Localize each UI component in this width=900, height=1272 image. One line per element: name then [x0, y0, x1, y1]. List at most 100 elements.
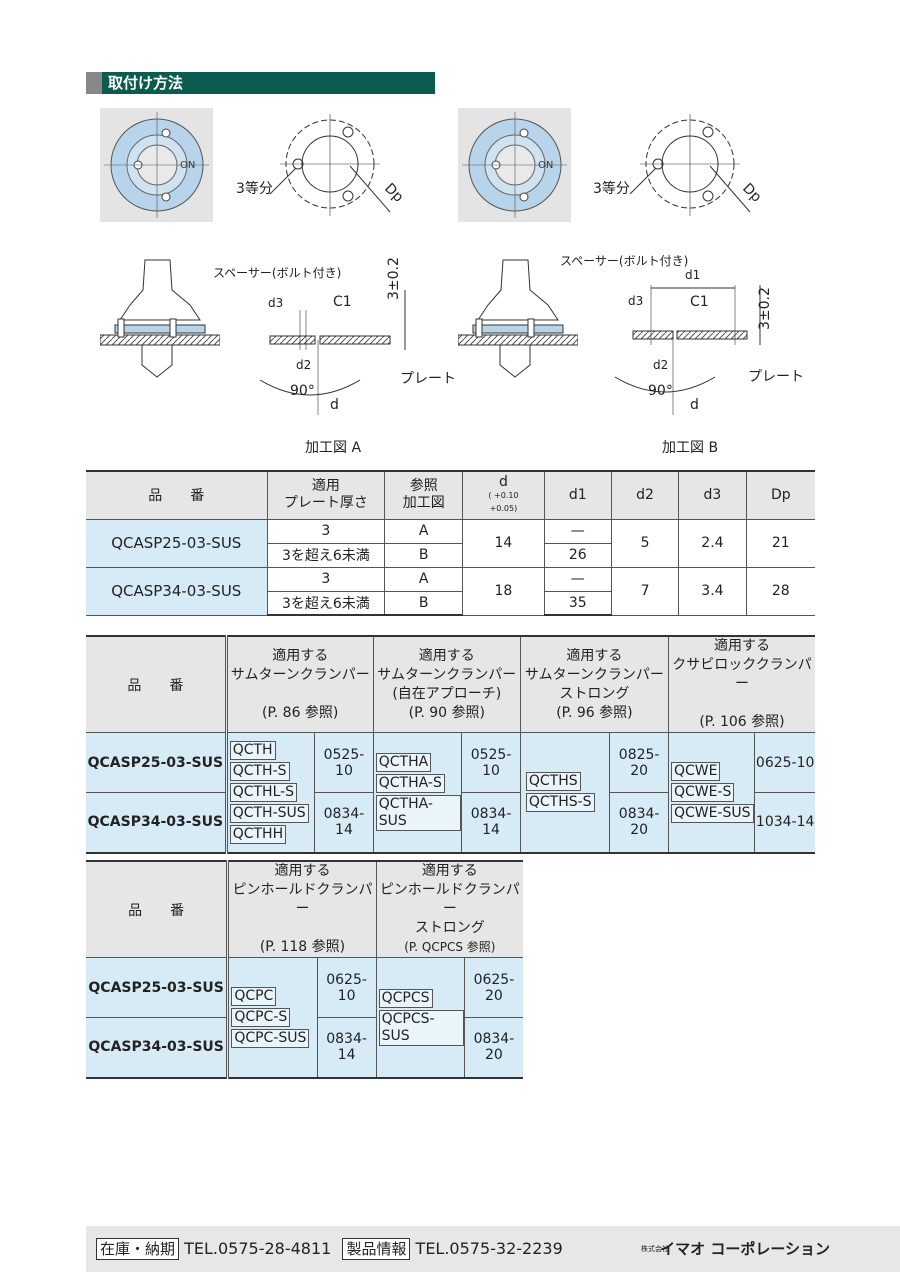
ref-header-line2: 加工図 — [402, 495, 445, 512]
group-header-line: (P. QCPCS 参照) — [404, 940, 496, 954]
model-box: QCTHS-S — [525, 793, 595, 813]
hole-pattern-a — [230, 112, 395, 222]
group-header-line: (P. 118 参照) — [259, 939, 346, 955]
c1-label-a: C1 — [333, 294, 352, 310]
equal-division-label-b: 3等分 — [593, 181, 630, 197]
table-row: 3を超え6未満 B 26 — [86, 542, 815, 568]
model-box: QCPC — [231, 986, 277, 1006]
caption-a: 加工図 A — [305, 440, 362, 456]
table-row: QCASP25-03-SUS QCTH QCTH-S QCTHL-S QCTH-… — [86, 732, 815, 853]
equal-division-label-a: 3等分 — [236, 181, 273, 197]
group-header-line: (P. 96 参照) — [556, 704, 633, 721]
d-header: d ( +0.10 +0.05) — [462, 470, 545, 520]
hole-pattern-b — [590, 112, 755, 222]
model-box: QCTHS — [525, 772, 581, 792]
d3-cell: 2.4 — [678, 518, 747, 568]
clamper-group-header: 適用する ピンホールドクランパー ストロング (P. QCPCS 参照) — [376, 861, 523, 958]
machining-drawing-b — [605, 285, 805, 425]
d-tolerance-lower: +0.05) — [489, 503, 518, 513]
code-cell: 0834-20 — [609, 792, 669, 853]
thumb-turn-clamper-table: 品 番 適用する サムターンクランパー (P. 86 参照) 適用する サムター… — [86, 635, 815, 854]
table-row: QCASP34-03-SUS 0834-14 0834-14 0834-20 1… — [86, 792, 815, 853]
d2-label-a: d2 — [296, 358, 312, 372]
c1-label-b: C1 — [690, 294, 709, 310]
code-cell: 0625-10 — [754, 732, 815, 793]
product-photo-a: ON — [100, 108, 213, 222]
model-box: QCPCS-SUS — [378, 1009, 464, 1046]
flange-photo-a-graphic: ON — [104, 112, 209, 218]
clamper-group-header: 適用する サムターンクランパー (自在アプローチ) (P. 90 参照) — [373, 636, 521, 733]
ref-cell: B — [384, 590, 464, 616]
group-header-line: 適用する — [421, 863, 478, 879]
ref-header-line1: 参照 — [409, 478, 438, 495]
table-row: QCASP34-03-SUS 0834-14 0834-20 — [86, 1017, 523, 1078]
svg-text:ON: ON — [180, 160, 195, 171]
model-box: QCPCS — [378, 988, 433, 1008]
part-no-header: 品 番 — [86, 636, 228, 733]
company-name: イマオ コーポレーション — [660, 1240, 831, 1258]
machining-drawing-a — [250, 290, 450, 425]
d3-label-a: d3 — [268, 296, 284, 310]
model-box: QCTHH — [229, 824, 287, 844]
d3-cell: 3.4 — [678, 566, 747, 616]
group-header-line — [229, 919, 375, 938]
hole-pattern-a-graphic — [269, 114, 391, 216]
machining-b-graphic — [614, 285, 761, 415]
d2-label-b: d2 — [653, 358, 669, 372]
ref-cell: A — [384, 566, 464, 592]
model-list: QCPCS QCPCS-SUS — [376, 957, 465, 1078]
table-row: QCASP25-03-SUS QCPC QCPC-S QCPC-SUS 0625… — [86, 957, 523, 1078]
d2-cell: 7 — [610, 566, 680, 616]
d1-header: d1 — [543, 470, 612, 520]
plate-header-line1: 適用 — [311, 478, 340, 495]
d-tolerance-upper: ( +0.10 — [488, 490, 519, 500]
angle-label-a: 90° — [290, 383, 315, 399]
part-number-cell: QCASP25-03-SUS — [86, 732, 228, 793]
stock-label: 在庫・納期 — [96, 1238, 180, 1260]
plate-cell: 3を超え6未満 — [267, 590, 386, 616]
group-header-line: クサビロッククランパー — [672, 657, 812, 692]
group-header-line: 適用する — [272, 647, 329, 664]
plate-header-line2: プレート厚さ — [283, 495, 368, 512]
group-header-line: サムターンクランパー — [377, 666, 517, 683]
model-box: QCPC-S — [231, 1007, 291, 1027]
group-header-line: サムターンクランパー — [524, 666, 664, 683]
model-box: QCWE-S — [670, 782, 735, 802]
code-cell: 0825-20 — [609, 732, 669, 793]
model-box: QCTHL-S — [229, 782, 298, 802]
ref-header: 参照 加工図 — [384, 470, 464, 520]
code-cell: 0834-14 — [461, 792, 521, 853]
group-header-line: (P. 86 参照) — [262, 704, 339, 721]
group-header-line: 適用する — [566, 647, 623, 664]
code-cell: 0625-10 — [317, 957, 377, 1018]
clamper-group-header: 適用する クサビロッククランパー (P. 106 参照) — [668, 636, 815, 733]
dp-cell: 28 — [745, 566, 815, 616]
ref-cell: B — [384, 542, 464, 568]
clamper-group-header: 適用する サムターンクランパー ストロング (P. 96 参照) — [520, 636, 669, 733]
group-header-line: ストロング — [559, 685, 630, 702]
d1-cell: — — [543, 566, 612, 592]
thickness-label-a: 3±0.2 — [386, 257, 402, 300]
group-header-line: 適用する — [418, 647, 475, 664]
company-logo: 株式会社 イマオ コーポレーション — [641, 1238, 830, 1259]
group-header-line: ストロング — [414, 920, 485, 936]
d2-cell: 5 — [610, 518, 680, 568]
model-list: QCTH QCTH-S QCTHL-S QCTH-SUS QCTHH — [226, 732, 316, 853]
plate-header: 適用 プレート厚さ — [266, 470, 386, 520]
code-cell: 0525-10 — [461, 732, 521, 793]
stock-tel: TEL.0575-28-4811 — [184, 1239, 332, 1258]
ref-cell: A — [384, 518, 464, 544]
table-row: 3を超え6未満 B 35 — [86, 590, 815, 616]
d1-cell: 35 — [543, 590, 612, 616]
group-header-line: 適用する — [713, 638, 770, 654]
d-label-b: d — [690, 397, 699, 413]
dimensions-header-row: 品 番 適用 プレート厚さ 参照 加工図 d ( +0.10 +0.05) d1… — [86, 470, 815, 520]
group-header-line: サムターンクランパー — [230, 666, 370, 683]
plate-cell: 3 — [266, 566, 386, 592]
flange-photo-b-graphic: ON — [462, 112, 567, 218]
hole-pattern-b-graphic — [629, 114, 751, 216]
part-number-cell: QCASP34-03-SUS — [86, 792, 228, 853]
thickness-label-b: 3±0.2 — [757, 287, 773, 330]
part-no-header: 品 番 — [86, 861, 230, 958]
svg-text:ON: ON — [538, 160, 553, 171]
